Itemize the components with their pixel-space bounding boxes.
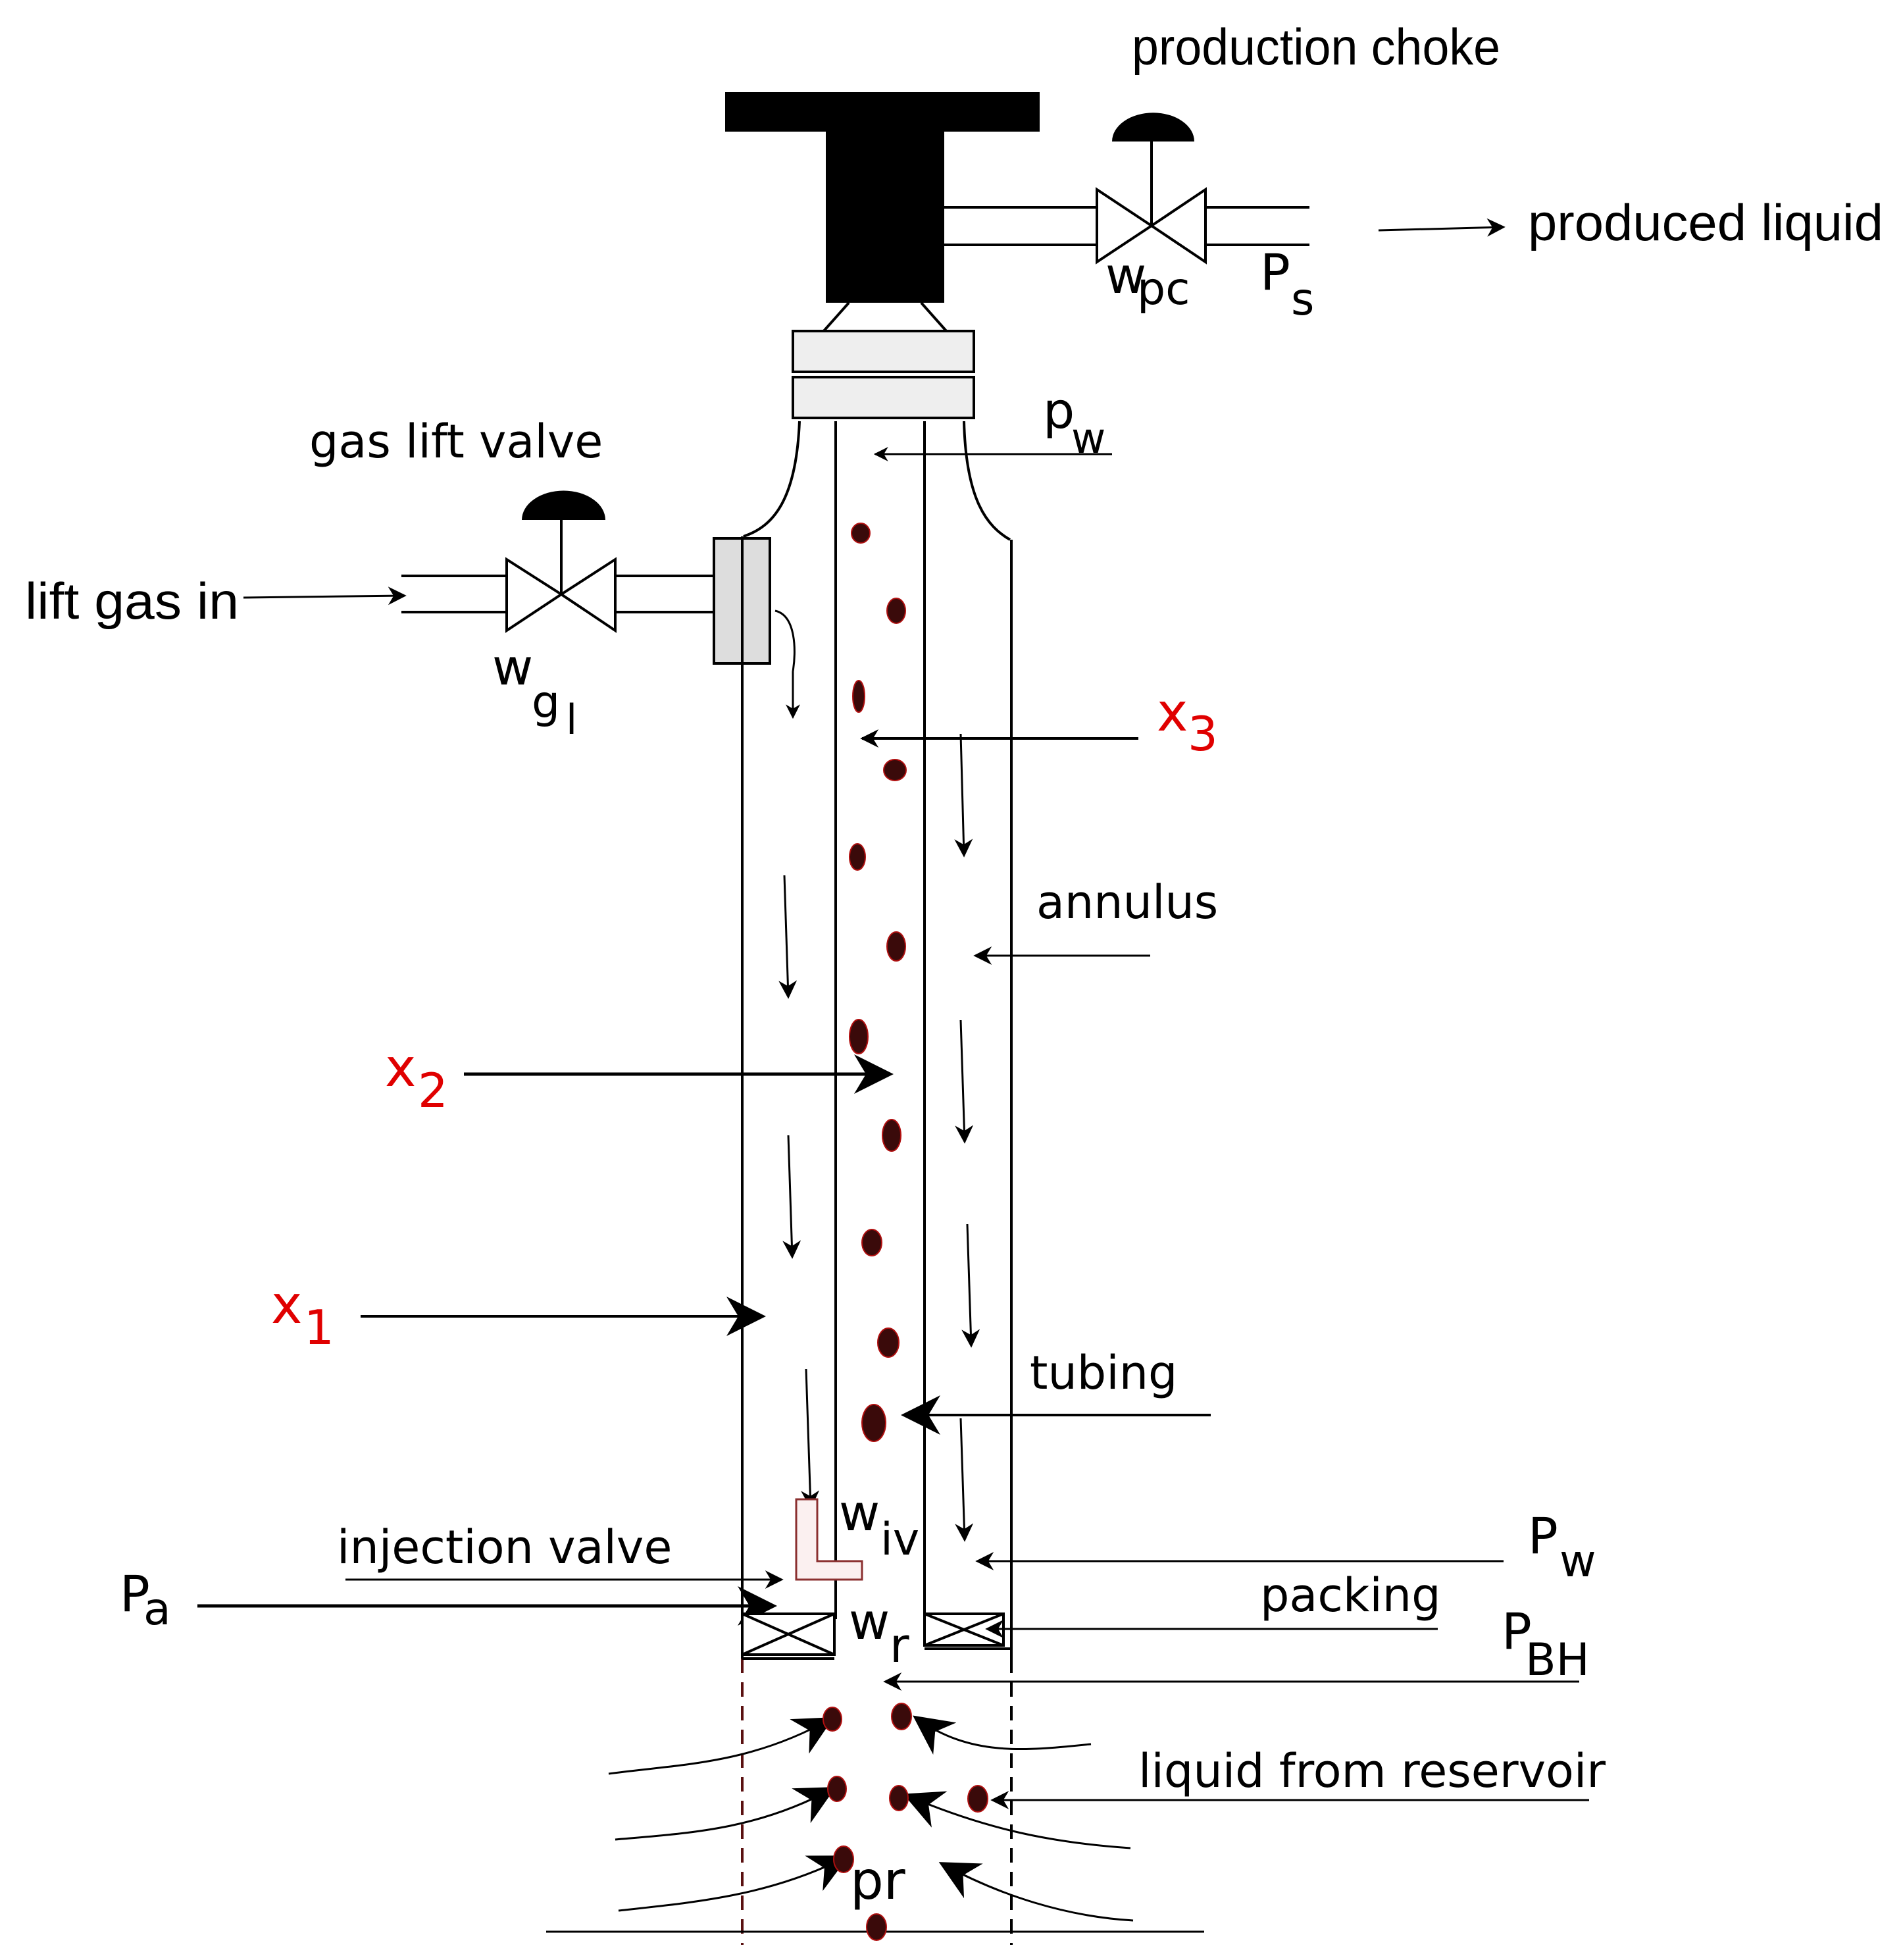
svg-text:P: P xyxy=(120,1564,150,1623)
svg-text:w: w xyxy=(849,1592,890,1651)
wr-symbol: w r xyxy=(849,1592,909,1673)
svg-text:w: w xyxy=(839,1483,880,1542)
injection-valve-label: injection valve xyxy=(337,1520,672,1574)
production-line xyxy=(944,206,1309,246)
casing-and-tubing xyxy=(741,421,1013,1659)
svg-text:P: P xyxy=(1502,1602,1532,1661)
x1-label: x 1 xyxy=(271,1274,334,1355)
tubing-label: tubing xyxy=(1030,1346,1178,1400)
produced-liquid-label: produced liquid xyxy=(1528,193,1883,251)
svg-text:pc: pc xyxy=(1137,263,1190,315)
packer-left xyxy=(741,1612,836,1656)
ps-symbol: P s xyxy=(1260,243,1314,326)
svg-text:l: l xyxy=(566,696,577,744)
svg-text:x: x xyxy=(385,1037,416,1098)
lift-gas-in-label: lift gas in xyxy=(25,572,239,630)
packer-right xyxy=(923,1612,1005,1647)
pbh-symbol: P BH xyxy=(1502,1602,1590,1686)
svg-text:w: w xyxy=(1559,1535,1596,1587)
svg-text:iv: iv xyxy=(880,1514,919,1566)
pr-label: pr xyxy=(850,1850,905,1911)
tubing-droplets xyxy=(849,523,907,1442)
injection-valve xyxy=(795,1498,863,1581)
svg-text:x: x xyxy=(1157,682,1188,743)
wiv-symbol: w iv xyxy=(839,1483,919,1566)
wellhead-tee xyxy=(725,92,1040,334)
x3-label: x 3 xyxy=(1157,682,1218,761)
annulus-flow-arrows xyxy=(778,733,980,1542)
svg-text:BH: BH xyxy=(1525,1634,1590,1686)
wpc-symbol: w pc xyxy=(1105,246,1190,315)
production-choke-valve xyxy=(1096,113,1207,265)
gas-lift-line xyxy=(401,575,714,613)
svg-text:g: g xyxy=(532,677,560,729)
svg-text:w: w xyxy=(1071,415,1105,463)
wgl-symbol: w g l xyxy=(492,638,577,744)
svg-text:r: r xyxy=(890,1618,909,1673)
annulus-label: annulus xyxy=(1036,875,1218,929)
svg-text:s: s xyxy=(1291,274,1314,326)
liquid-from-reservoir-label: liquid from reservoir xyxy=(1138,1744,1606,1798)
reservoir-droplets xyxy=(823,1703,988,1941)
x2-label: x 2 xyxy=(385,1037,448,1118)
svg-text:P: P xyxy=(1528,1507,1558,1565)
svg-text:1: 1 xyxy=(304,1300,334,1355)
svg-text:w: w xyxy=(1105,246,1146,305)
pa-symbol: P a xyxy=(120,1564,171,1636)
svg-text:P: P xyxy=(1260,243,1290,301)
annulus-inlet-fitting xyxy=(713,537,800,719)
svg-text:2: 2 xyxy=(418,1063,448,1118)
pw-top-symbol: p w xyxy=(1043,381,1105,463)
lift-gas-in-arrow xyxy=(243,586,407,606)
svg-text:a: a xyxy=(143,1584,171,1636)
produced-liquid-arrow xyxy=(1378,218,1506,237)
svg-text:w: w xyxy=(492,638,533,696)
production-choke-label: production choke xyxy=(1132,18,1500,76)
gas-lift-valve xyxy=(505,490,617,633)
pw-symbol: P w xyxy=(1528,1507,1596,1587)
reservoir-inflow-arrows xyxy=(608,1715,1134,1922)
svg-text:p: p xyxy=(1043,381,1075,440)
wellhead-flange xyxy=(792,330,975,419)
gas-lift-valve-label: gas lift valve xyxy=(309,415,603,469)
packing-label: packing xyxy=(1260,1568,1441,1622)
svg-text:x: x xyxy=(271,1274,302,1335)
svg-text:3: 3 xyxy=(1188,706,1218,761)
